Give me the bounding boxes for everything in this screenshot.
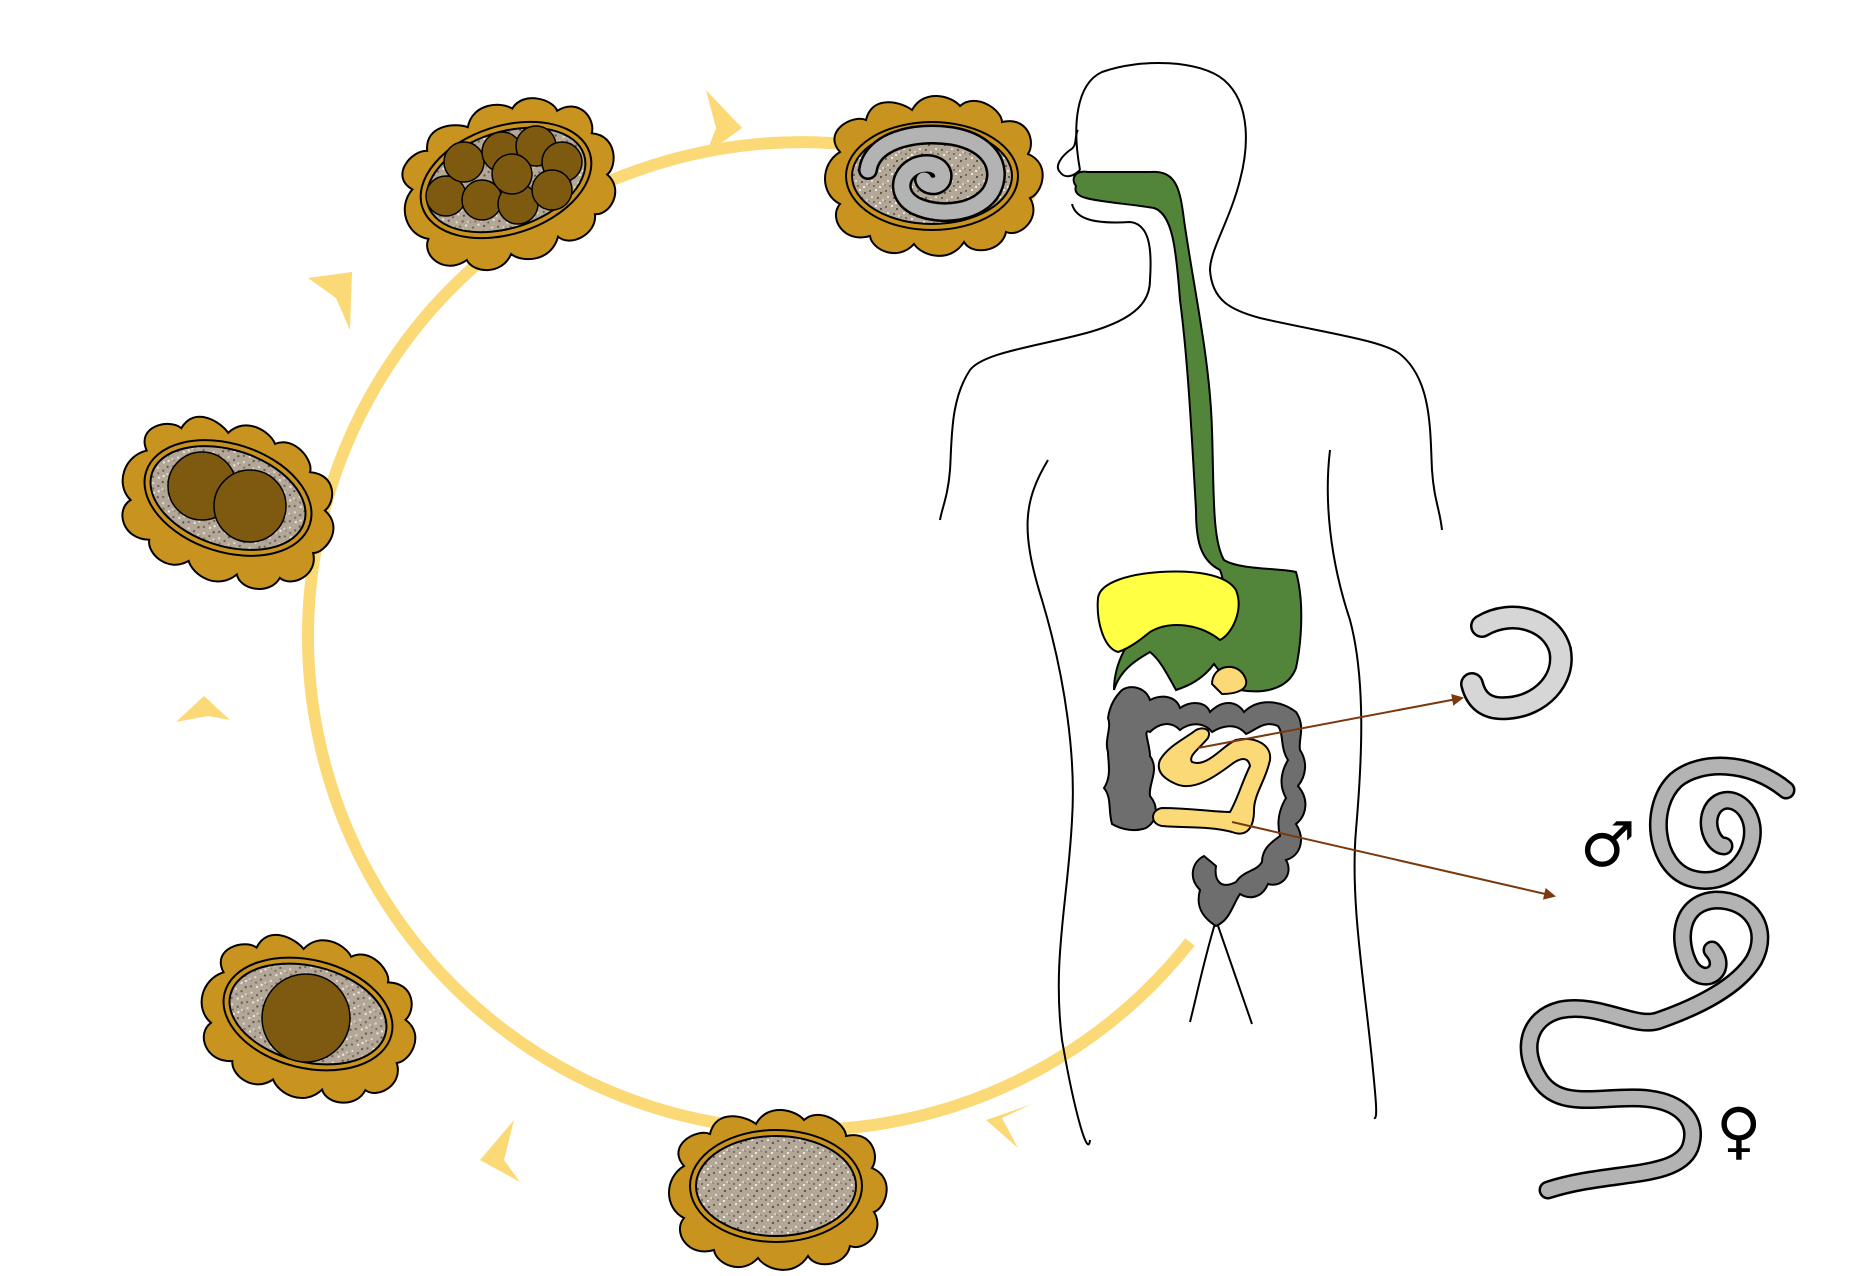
egg-stages — [121, 94, 1044, 1271]
male-symbol: ♂ — [1580, 808, 1636, 881]
unembryonated-egg — [668, 1108, 888, 1271]
arrow-to-larva — [1197, 693, 1464, 749]
chevron-top — [706, 90, 742, 154]
larva — [1460, 605, 1573, 721]
liver — [1096, 570, 1240, 654]
right-torso-side — [1326, 449, 1378, 1119]
pointer-arrows — [1197, 693, 1556, 900]
large-intestine — [1102, 686, 1307, 928]
adult-female-worm: ♀ — [1519, 890, 1770, 1200]
cycle-ring — [176, 90, 1195, 1182]
chin-neck — [939, 203, 1152, 521]
face-profile — [1056, 129, 1081, 178]
multicell-egg — [401, 97, 617, 272]
chevron-bottom-right — [986, 1104, 1032, 1148]
legs-divider — [1189, 919, 1253, 1025]
cell — [213, 469, 287, 543]
larvated-egg — [824, 94, 1044, 257]
one-cell-egg — [200, 934, 417, 1104]
digestive-tract — [1072, 170, 1307, 928]
arrow-to-adults — [1231, 821, 1556, 900]
chevron-bottom-left — [480, 1120, 520, 1182]
esophagus-stomach — [1072, 170, 1303, 693]
two-cell-egg — [121, 415, 335, 590]
small-intestine — [1152, 727, 1272, 835]
egg-interior — [695, 1135, 857, 1237]
left-torso-side — [1026, 459, 1091, 1146]
cell — [261, 973, 351, 1063]
cell-cluster — [425, 125, 583, 225]
cycle-path — [302, 136, 1195, 1137]
human-body — [939, 61, 1443, 1146]
chevron-upper-left — [308, 272, 352, 330]
chevron-left — [176, 696, 230, 722]
pancreas — [1210, 665, 1248, 696]
female-symbol: ♀ — [1716, 1094, 1761, 1167]
adult-male-worm: ♂ — [1580, 756, 1796, 890]
cycle-direction-chevrons — [176, 90, 1032, 1182]
head-outline — [1075, 61, 1443, 531]
